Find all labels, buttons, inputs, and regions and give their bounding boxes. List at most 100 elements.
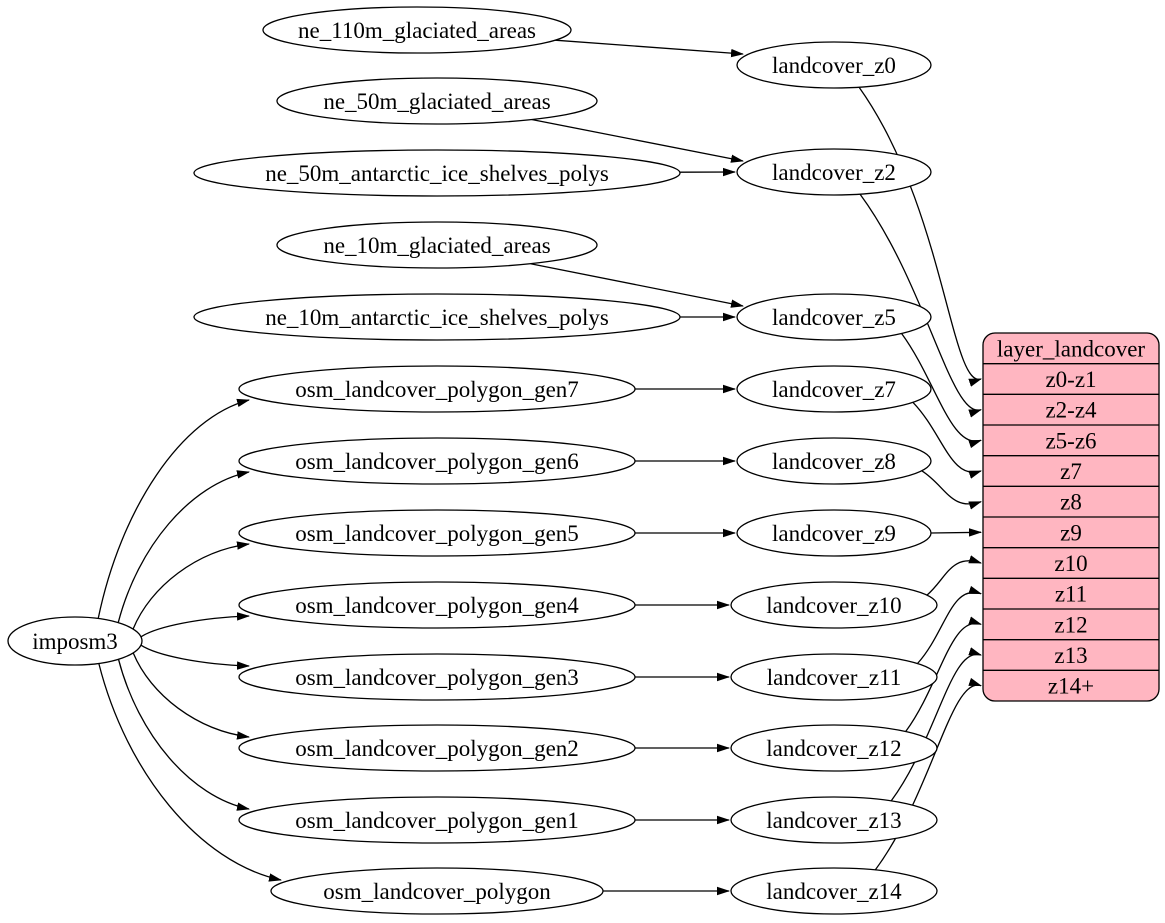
edge-imposm3-osm_landcover_polygon_gen6 xyxy=(117,470,250,623)
node-landcover_z5: landcover_z5 xyxy=(736,293,932,341)
node-label-osm_landcover_polygon_gen5: osm_landcover_polygon_gen5 xyxy=(295,521,579,546)
node-label-ne_10m_antarctic_ice_shelves_polys: ne_10m_antarctic_ice_shelves_polys xyxy=(265,305,609,330)
node-ne_10m_glaciated_areas: ne_10m_glaciated_areas xyxy=(276,221,598,269)
node-ellipse-osm_landcover_polygon_gen3 xyxy=(238,653,636,701)
node-ellipse-osm_landcover_polygon_gen2 xyxy=(238,724,636,772)
node-ellipse-osm_landcover_polygon_gen7 xyxy=(238,365,636,413)
node-label-ne_50m_antarctic_ice_shelves_polys: ne_50m_antarctic_ice_shelves_polys xyxy=(265,161,609,186)
edge-landcover_z9-row-z9 xyxy=(930,528,982,537)
node-imposm3: imposm3 xyxy=(7,616,143,666)
node-label-imposm3: imposm3 xyxy=(32,629,118,654)
node-label-landcover_z11: landcover_z11 xyxy=(767,665,902,690)
edge-imposm3-osm_landcover_polygon_gen5 xyxy=(132,541,250,630)
node-osm_landcover_polygon_gen4: osm_landcover_polygon_gen4 xyxy=(238,581,636,629)
table-row-label-z10: z10 xyxy=(1054,551,1087,576)
node-osm_landcover_polygon_gen3: osm_landcover_polygon_gen3 xyxy=(238,653,636,701)
node-label-osm_landcover_polygon_gen6: osm_landcover_polygon_gen6 xyxy=(295,449,579,474)
node-ellipse-osm_landcover_polygon xyxy=(270,867,604,915)
node-ellipse-landcover_z12 xyxy=(730,724,938,772)
node-ellipse-osm_landcover_polygon_gen5 xyxy=(238,509,636,557)
edge-imposm3-osm_landcover_polygon_gen3 xyxy=(140,644,250,670)
node-landcover_z2: landcover_z2 xyxy=(736,148,932,196)
edge-landcover_z13-row-z13 xyxy=(890,647,982,802)
node-landcover_z8: landcover_z8 xyxy=(736,437,932,485)
table-row-label-z12: z12 xyxy=(1054,612,1087,637)
table-row-label-z14+: z14+ xyxy=(1048,674,1094,699)
node-label-landcover_z5: landcover_z5 xyxy=(772,305,896,330)
node-landcover_z0: landcover_z0 xyxy=(736,41,932,89)
node-landcover_z13: landcover_z13 xyxy=(730,796,938,844)
edge-imposm3-osm_landcover_polygon_gen1 xyxy=(117,659,250,811)
node-ellipse-ne_50m_antarctic_ice_shelves_polys xyxy=(193,149,681,197)
edge-landcover_z8-row-z8 xyxy=(921,470,982,510)
node-ellipse-osm_landcover_polygon_gen4 xyxy=(238,581,636,629)
node-label-osm_landcover_polygon_gen4: osm_landcover_polygon_gen4 xyxy=(295,593,579,618)
table-row-label-z11: z11 xyxy=(1055,582,1087,607)
edge-landcover_z11-row-z11 xyxy=(917,585,982,664)
node-osm_landcover_polygon_gen6: osm_landcover_polygon_gen6 xyxy=(238,437,636,485)
node-ellipse-ne_110m_glaciated_areas xyxy=(262,6,572,54)
node-ellipse-ne_10m_glaciated_areas xyxy=(276,221,598,269)
node-osm_landcover_polygon: osm_landcover_polygon xyxy=(270,867,604,915)
table-row-label-z9: z9 xyxy=(1060,520,1082,545)
node-label-osm_landcover_polygon_gen7: osm_landcover_polygon_gen7 xyxy=(295,377,579,402)
node-ellipse-landcover_z13 xyxy=(730,796,938,844)
table-row-label-z5-z6: z5-z6 xyxy=(1045,428,1096,453)
node-ellipse-landcover_z8 xyxy=(736,437,932,485)
edge-landcover_z0-row-z0-z1 xyxy=(858,86,982,387)
node-osm_landcover_polygon_gen5: osm_landcover_polygon_gen5 xyxy=(238,509,636,557)
edge-landcover_z2-row-z2-z4 xyxy=(859,193,982,418)
node-ellipse-ne_50m_glaciated_areas xyxy=(276,77,598,125)
node-landcover_z9: landcover_z9 xyxy=(736,509,932,557)
node-osm_landcover_polygon_gen7: osm_landcover_polygon_gen7 xyxy=(238,365,636,413)
node-ellipse-landcover_z5 xyxy=(736,293,932,341)
edge-landcover_z7-row-z7 xyxy=(912,401,982,479)
node-label-landcover_z9: landcover_z9 xyxy=(772,521,896,546)
node-ellipse-landcover_z0 xyxy=(736,41,932,89)
node-label-osm_landcover_polygon: osm_landcover_polygon xyxy=(323,879,551,904)
node-label-landcover_z8: landcover_z8 xyxy=(772,449,896,474)
node-label-osm_landcover_polygon_gen2: osm_landcover_polygon_gen2 xyxy=(295,736,579,761)
node-label-landcover_z7: landcover_z7 xyxy=(772,377,896,402)
node-label-osm_landcover_polygon_gen1: osm_landcover_polygon_gen1 xyxy=(295,808,579,833)
node-label-ne_10m_glaciated_areas: ne_10m_glaciated_areas xyxy=(323,233,550,258)
node-label-landcover_z12: landcover_z12 xyxy=(766,736,901,761)
node-label-landcover_z2: landcover_z2 xyxy=(772,160,896,185)
node-ellipse-landcover_z9 xyxy=(736,509,932,557)
edge-landcover_z14-row-z14+ xyxy=(874,677,982,871)
edge-ne_10m_glaciated_areas-landcover_z5 xyxy=(530,263,744,308)
edge-landcover_z12-row-z12 xyxy=(905,616,982,732)
node-label-landcover_z13: landcover_z13 xyxy=(766,808,901,833)
edge-imposm3-osm_landcover_polygon xyxy=(98,663,282,882)
edge-landcover_z5-row-z5-z6 xyxy=(901,333,982,449)
edge-imposm3-osm_landcover_polygon_gen4 xyxy=(140,612,250,638)
node-label-ne_110m_glaciated_areas: ne_110m_glaciated_areas xyxy=(298,18,536,43)
node-label-ne_50m_glaciated_areas: ne_50m_glaciated_areas xyxy=(323,89,550,114)
table-row-label-z8: z8 xyxy=(1060,490,1082,515)
table-layer-landcover: layer_landcoverz0-z1z2-z4z5-z6z7z8z9z10z… xyxy=(982,332,1160,702)
node-landcover_z12: landcover_z12 xyxy=(730,724,938,772)
edge-landcover_z10-row-z10 xyxy=(926,555,982,596)
node-ellipse-ne_10m_antarctic_ice_shelves_polys xyxy=(193,293,681,341)
node-ellipse-imposm3 xyxy=(7,616,143,666)
node-ne_110m_glaciated_areas: ne_110m_glaciated_areas xyxy=(262,6,572,54)
node-landcover_z7: landcover_z7 xyxy=(736,365,932,413)
node-landcover_z10: landcover_z10 xyxy=(730,581,938,629)
node-ellipse-landcover_z7 xyxy=(736,365,932,413)
table-row-label-z2-z4: z2-z4 xyxy=(1045,398,1097,423)
node-ellipse-landcover_z10 xyxy=(730,581,938,629)
nodes-layer: imposm3 ne_110m_glaciated_areas ne_50m_gla… xyxy=(7,6,938,915)
node-landcover_z11: landcover_z11 xyxy=(730,653,938,701)
node-ne_10m_antarctic_ice_shelves_polys: ne_10m_antarctic_ice_shelves_polys xyxy=(193,293,681,341)
node-label-osm_landcover_polygon_gen3: osm_landcover_polygon_gen3 xyxy=(295,665,579,690)
edge-ne_50m_glaciated_areas-landcover_z2 xyxy=(531,118,744,163)
node-osm_landcover_polygon_gen1: osm_landcover_polygon_gen1 xyxy=(238,796,636,844)
node-label-landcover_z14: landcover_z14 xyxy=(766,879,902,904)
edge-imposm3-osm_landcover_polygon_gen2 xyxy=(132,652,250,740)
node-label-landcover_z0: landcover_z0 xyxy=(772,53,896,78)
table-row-label-z7: z7 xyxy=(1060,459,1082,484)
edge-imposm3-osm_landcover_polygon_gen7 xyxy=(97,398,250,619)
node-ellipse-osm_landcover_polygon_gen6 xyxy=(238,437,636,485)
